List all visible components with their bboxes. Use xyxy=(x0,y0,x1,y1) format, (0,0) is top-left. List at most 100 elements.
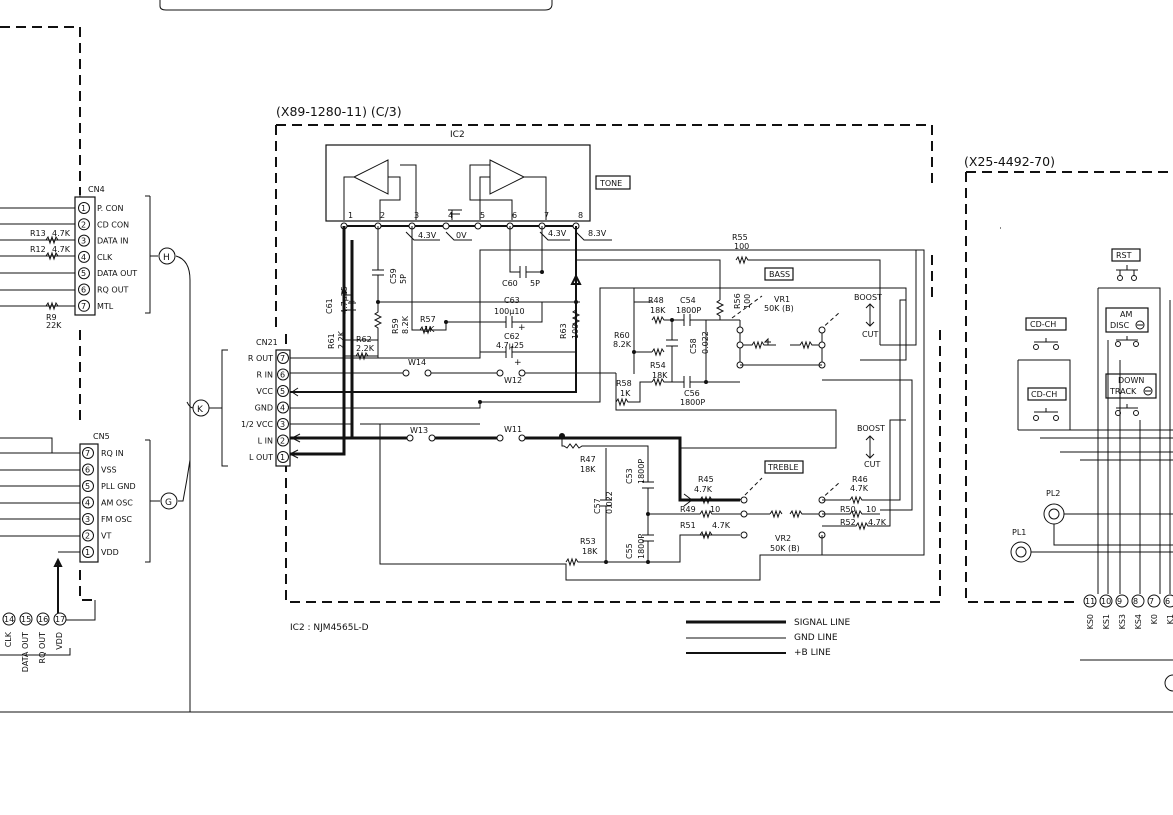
line-legend: SIGNAL LINE GND LINE +B LINE xyxy=(686,618,851,658)
cn5-pin-6-marker xyxy=(82,463,94,476)
cn21-pin-7-label: R OUT xyxy=(248,354,273,363)
cn21-pin-6-marker xyxy=(277,368,289,381)
r48-name: R48 xyxy=(648,296,664,305)
r51-name: R51 xyxy=(680,521,696,530)
voltage-pin8: 8.3V xyxy=(588,229,607,238)
r61-value: 2.2K xyxy=(337,330,346,349)
cn5-pin-4-marker xyxy=(82,496,94,509)
legend-gnd-label: GND LINE xyxy=(794,633,838,643)
cn4-pin-1-number: 1 xyxy=(81,204,86,213)
cn21-pin-5-label: VCC xyxy=(256,387,273,396)
right-pin-8-marker xyxy=(1131,594,1145,608)
voltage-pin3: 4.3V xyxy=(418,231,437,240)
c63-name: C63 xyxy=(504,296,520,305)
cn5-pin-7-label: RQ IN xyxy=(101,449,124,458)
board-main-label: (X89-1280-11) (C/3) xyxy=(276,104,402,119)
connector-h-label: H xyxy=(163,253,170,263)
r57-resistor xyxy=(419,325,433,335)
c59-value: 5P xyxy=(399,274,408,284)
c60-name: C60 xyxy=(502,279,518,288)
treble-label: TREBLE xyxy=(767,463,799,472)
cd-ch-label-1: CD-CH xyxy=(1030,320,1056,329)
cn4-pin-2-label: CD CON xyxy=(97,220,129,229)
cn5-pin-2-marker xyxy=(82,529,94,542)
svg-text:+: + xyxy=(518,323,526,333)
cn5-pin-7-number: 7 xyxy=(85,449,90,458)
cn4-pin-6-label: RQ OUT xyxy=(97,286,129,295)
bass-label: BASS xyxy=(769,270,790,279)
c61-value: 4.7µ25 xyxy=(340,286,349,314)
voltage-pin7: 4.3V xyxy=(548,229,567,238)
r58-value: 1K xyxy=(620,389,631,398)
voltage-pin4: 0V xyxy=(456,231,467,240)
right-pin-label-4: K0 xyxy=(1150,614,1159,624)
c56-name: C56 xyxy=(684,389,700,398)
cn4-name: CN4 xyxy=(88,185,105,194)
c56-value: 1800P xyxy=(680,398,705,407)
bottom-pin-label-2: RQ OUT xyxy=(38,632,47,664)
board-right-label: (X25-4492-70) xyxy=(964,154,1055,169)
ic2-pin-3: 3 xyxy=(414,211,419,220)
r45-value: 4.7K xyxy=(694,485,713,494)
cn4-pin-3-marker xyxy=(78,234,90,247)
c58-name: C58 xyxy=(689,338,698,354)
c61-name: C61 xyxy=(325,298,334,314)
cn21-pin-1-label: L OUT xyxy=(249,453,273,462)
r9-resistor xyxy=(45,301,59,311)
c59-name: C59 xyxy=(389,268,398,284)
ic2-pin-1: 1 xyxy=(348,211,353,220)
right-pin-label-3: KS4 xyxy=(1134,614,1143,629)
connector-g xyxy=(160,492,178,510)
r49-value: 10 xyxy=(710,505,720,514)
r51-value: 4.7K xyxy=(712,521,731,530)
right-pin-7-number: 7 xyxy=(1149,597,1154,606)
right-pin-10-marker xyxy=(1099,594,1113,608)
connector-k-label: K xyxy=(197,405,204,415)
c55-name: C55 xyxy=(625,543,634,559)
cn21-pin-2-label: L IN xyxy=(258,437,273,446)
cn4-pin-6-marker xyxy=(78,283,90,296)
c63-value: 100µ10 xyxy=(494,307,525,316)
right-pin-11-number: 11 xyxy=(1085,597,1095,606)
bass-label-box xyxy=(764,267,794,281)
vr2-value: 50K (B) xyxy=(770,544,800,553)
cn4-pin-5-marker xyxy=(78,267,90,280)
cn4-pin-3-label: DATA IN xyxy=(97,237,129,246)
legend-signal-label: SIGNAL LINE xyxy=(794,618,851,628)
tone-label-box xyxy=(595,175,631,190)
cn21-pin-3-number: 3 xyxy=(280,420,285,429)
vr1-name: VR1 xyxy=(774,295,790,304)
down-track-label-1: DOWN xyxy=(1118,376,1144,385)
pl1-label: PL1 xyxy=(1012,528,1026,537)
r60-name: R60 xyxy=(614,331,630,340)
bottom-pin-14-number: 14 xyxy=(4,615,14,624)
c62-value: 4.7µ25 xyxy=(496,341,524,350)
cn4-pin-1-label: P. CON xyxy=(97,204,124,213)
cn5-pin-3-marker xyxy=(82,513,94,525)
top-box-fragment xyxy=(159,0,553,11)
r59-resistor xyxy=(373,302,383,358)
cn5-pin-2-label: VT xyxy=(101,532,111,541)
ic2-pin-2: 2 xyxy=(380,211,385,220)
r54-name: R54 xyxy=(650,361,666,370)
bottom-pin-16-marker xyxy=(36,612,50,626)
cn21-pin-7-marker xyxy=(277,352,289,364)
r48-value: 18K xyxy=(650,306,666,315)
cn5-pin-6-number: 6 xyxy=(85,466,90,475)
am-disc-label-2: DISC xyxy=(1110,321,1130,330)
ic2-pin-5: 5 xyxy=(480,211,485,220)
cn21-pin-5-number: 5 xyxy=(280,387,285,396)
c54-value: 1800P xyxy=(676,306,701,315)
w13-name: W13 xyxy=(410,426,428,435)
bottom-pin-15-marker xyxy=(19,612,33,626)
bottom-pin-label-3: VDD xyxy=(55,632,64,650)
r13-resistor xyxy=(45,235,59,245)
right-pin-label-2: KS3 xyxy=(1118,614,1127,629)
bass-boost-label: BOOST xyxy=(854,293,882,302)
r55-value: 100 xyxy=(734,242,749,251)
r62-value: 2.2K xyxy=(356,344,375,353)
rst-key-box xyxy=(1111,248,1141,262)
down-track-label-2: TRACK xyxy=(1109,387,1137,396)
